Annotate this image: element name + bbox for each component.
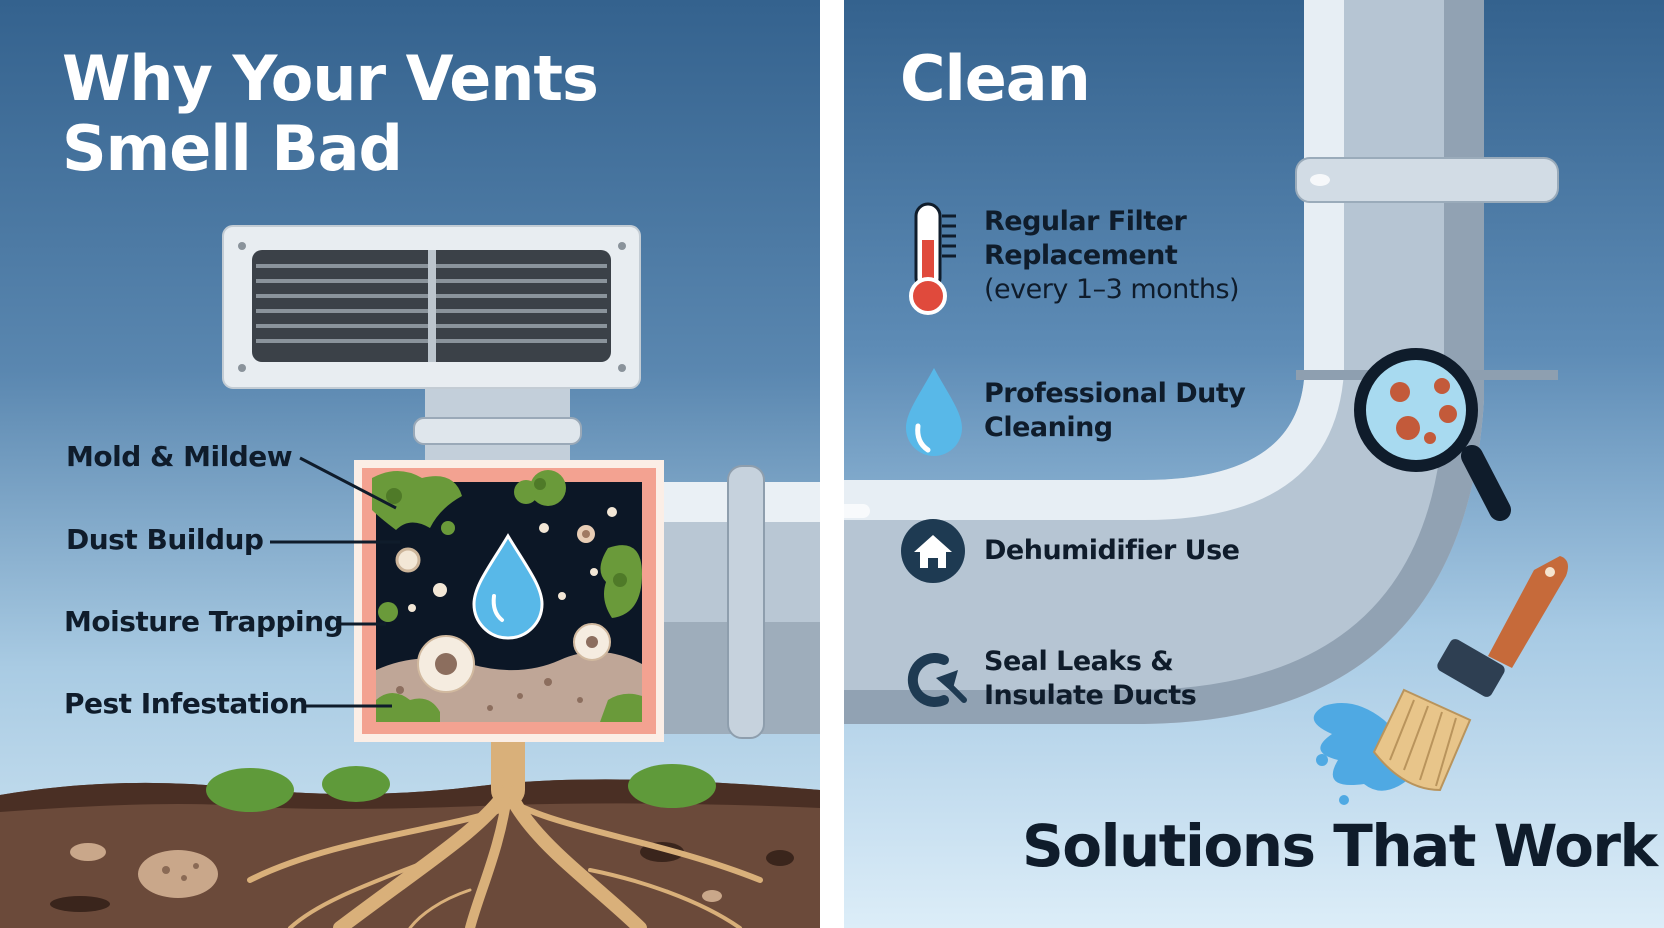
thermometer-icon [909,202,956,315]
seal-arrow-icon [907,653,967,707]
cause-dust-buildup: Dust Buildup [66,523,264,556]
solution-line: Regular Filter [984,206,1187,237]
solution-professional-cleaning: Professional Duty Cleaning [984,377,1284,445]
solution-line: Replacement [984,240,1178,271]
solution-line: Insulate Ducts [984,680,1197,711]
paintbrush-icon [1313,556,1568,805]
solutions-panel: Clean Regular Filter Replacement (every … [844,0,1664,928]
solution-line: Dehumidifier Use [984,535,1240,566]
panel-divider [820,0,844,928]
grass-bump [628,764,716,808]
solution-seal-leaks: Seal Leaks & Insulate Ducts [984,645,1284,713]
solutions-heading: Solutions That Work [1022,812,1658,880]
duct-collar [727,465,765,739]
title-line: Smell Bad [62,112,403,185]
cause-pest-infestation: Pest Infestation [64,687,308,720]
solution-line: Professional Duty [984,378,1246,409]
water-drop-icon [472,533,544,640]
causes-panel: Why Your Vents Smell Bad Mold & Mildew D… [0,0,820,928]
solution-line: Seal Leaks & [984,646,1174,677]
panel-title-causes: Why Your Vents Smell Bad [62,44,622,184]
solution-line: Cleaning [984,412,1113,443]
magnifier-icon [1354,348,1511,521]
cause-mold-mildew: Mold & Mildew [66,440,293,473]
cause-moisture-trapping: Moisture Trapping [64,605,344,638]
grass-bump [322,766,390,802]
solutions-illustration [844,0,1568,805]
title-line: Why Your Vents [62,42,599,115]
solution-filter-replacement: Regular Filter Replacement (every 1–3 mo… [984,205,1284,307]
duct-collar [1295,157,1559,203]
water-drop-icon [906,368,962,456]
roots [247,723,763,928]
panel-title-solutions: Clean [900,42,1091,115]
solution-line: (every 1–3 months) [984,274,1240,305]
causes-illustration [0,225,820,928]
solution-dehumidifier: Dehumidifier Use [984,534,1284,568]
grass-bump [206,768,294,812]
leader-lines [270,456,400,708]
home-icon [901,519,965,583]
